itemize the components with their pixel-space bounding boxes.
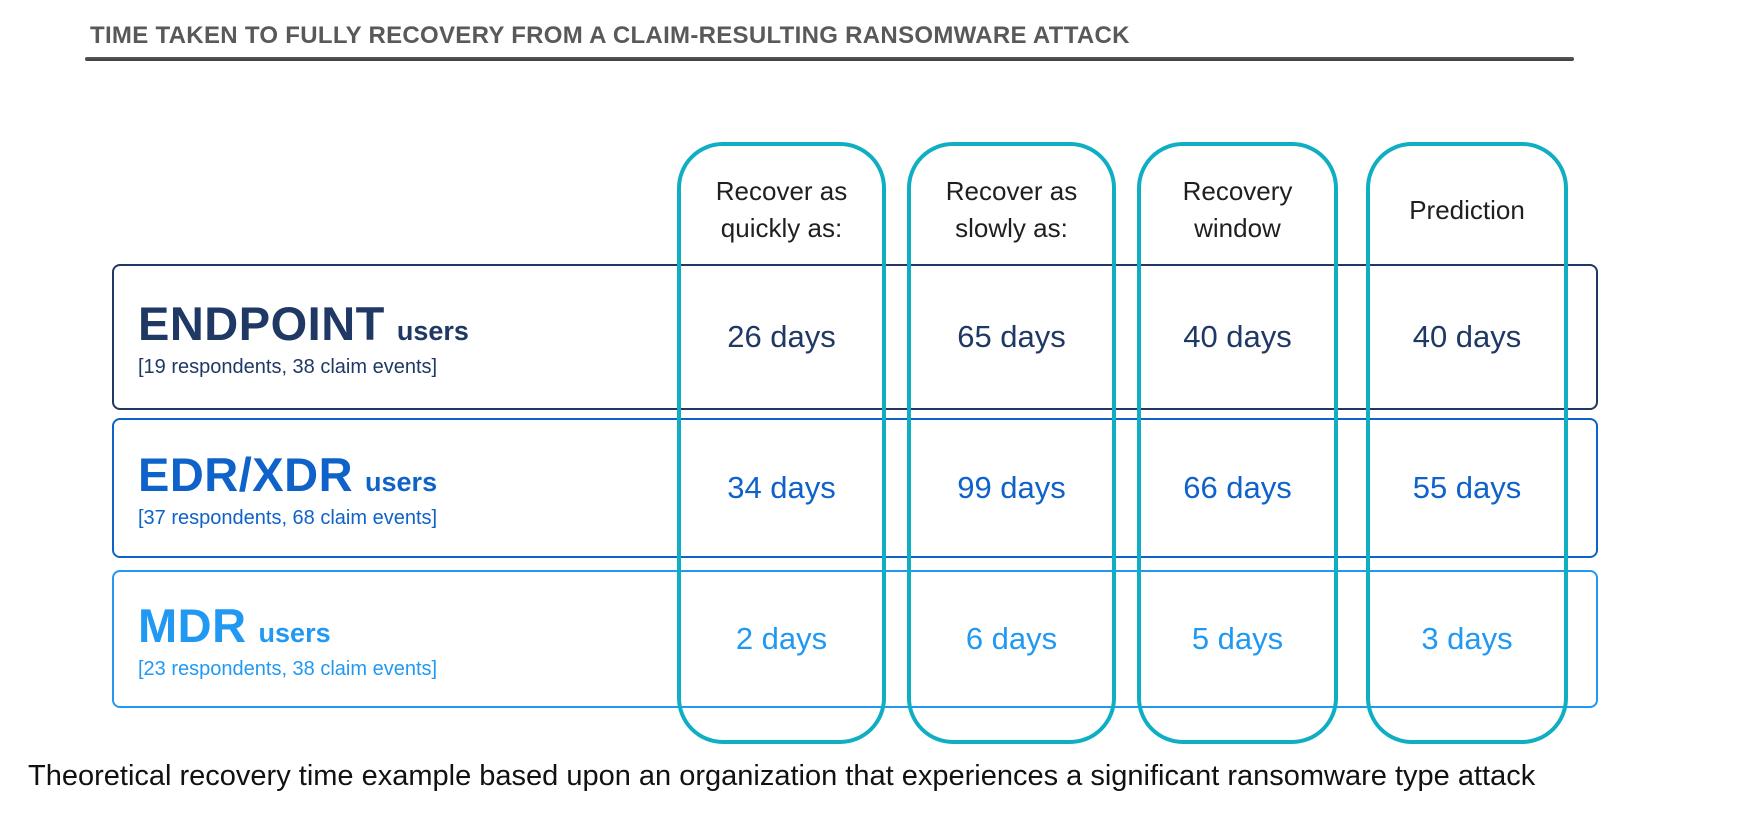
cell-endpoint-recovery-window: 40 days [1183, 319, 1292, 354]
cell-edr-xdr-recovery-window: 66 days [1183, 470, 1292, 505]
group-sample-size: [19 respondents, 38 claim events] [138, 355, 438, 378]
row-edr-xdr-users: EDR/XDR users [37 respondents, 68 claim … [112, 418, 1598, 558]
column-recovery-window: Recovery window [1137, 142, 1338, 744]
row-name-line: ENDPOINT users [138, 296, 469, 351]
group-qualifier: users [396, 315, 469, 346]
column-header-recovery-window: Recovery window [1182, 176, 1293, 243]
group-sample-size: [37 respondents, 68 claim events] [138, 506, 438, 529]
row-label-mdr: MDR users [23 respondents, 38 claim even… [138, 572, 437, 706]
row-label-edr-xdr: EDR/XDR users [37 respondents, 68 claim … [138, 420, 437, 556]
cell-mdr-recover-quickly: 2 days [735, 621, 828, 656]
page-title: TIME TAKEN TO FULLY RECOVERY FROM A CLAI… [90, 22, 1130, 49]
row-label-endpoint: ENDPOINT users [19 respondents, 38 claim… [138, 266, 469, 408]
row-name-line: MDR users [138, 598, 437, 653]
group-qualifier: users [258, 617, 331, 648]
column-header-recover-slowly: Recover as slowly as: [945, 176, 1078, 243]
column-recover-slowly: Recover as slowly as: [907, 142, 1116, 744]
group-name: EDR/XDR [138, 447, 354, 501]
row-endpoint-users: ENDPOINT users [19 respondents, 38 claim… [112, 264, 1598, 410]
group-name: MDR [138, 598, 247, 652]
row-name-line: EDR/XDR users [138, 447, 437, 502]
cell-mdr-prediction: 3 days [1421, 621, 1513, 656]
cell-edr-xdr-prediction: 55 days [1412, 470, 1522, 505]
group-sample-size: [23 respondents, 38 claim events] [138, 657, 438, 680]
column-prediction: Prediction [1366, 142, 1568, 744]
cell-mdr-recover-slowly: 6 days [965, 621, 1058, 656]
group-name: ENDPOINT [138, 296, 385, 350]
cell-endpoint-prediction: 40 days [1412, 319, 1522, 354]
column-header-prediction: Prediction [1409, 194, 1525, 225]
footnote: Theoretical recovery time example based … [28, 760, 1536, 792]
title-underline [85, 57, 1574, 61]
column-header-recover-quickly: Recover as quickly as: [715, 176, 848, 243]
cell-endpoint-recover-quickly: 26 days [727, 319, 836, 354]
cell-edr-xdr-recover-slowly: 99 days [957, 470, 1066, 505]
column-recover-quickly: Recover as quickly as: [677, 142, 886, 744]
cell-endpoint-recover-slowly: 65 days [957, 319, 1066, 354]
cell-edr-xdr-recover-quickly: 34 days [727, 470, 836, 505]
cell-mdr-recovery-window: 5 days [1191, 621, 1284, 656]
group-qualifier: users [365, 466, 438, 497]
